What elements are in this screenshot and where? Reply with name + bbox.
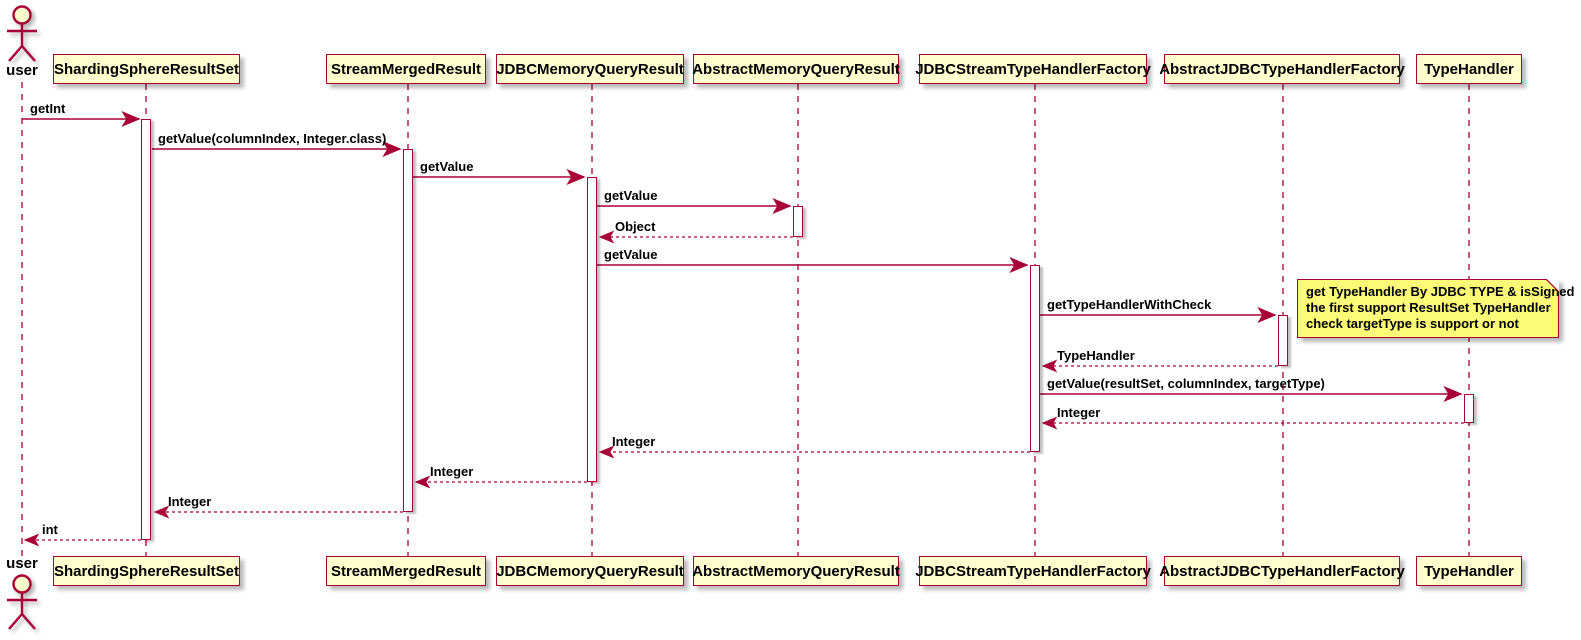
message-arrows xyxy=(22,111,1464,547)
message-label-integer-jmqr: Integer xyxy=(430,464,474,479)
message-label-typehandler-return: TypeHandler xyxy=(1057,348,1135,363)
activation-typehandler xyxy=(1464,394,1474,423)
activation-streammergedresult xyxy=(403,149,413,512)
lifelines xyxy=(21,82,1470,556)
participant-streammergedresult-bottom: StreamMergedResult xyxy=(326,556,486,586)
participant-jdbcstreamtypehandlerfactory-bottom: JDBCStreamTypeHandlerFactory xyxy=(915,556,1151,586)
activation-jdbcmemoryqueryresult xyxy=(587,177,597,482)
message-label-getvalue-columnindex: getValue(columnIndex, Integer.class) xyxy=(158,131,387,146)
participant-abstractmemoryqueryresult-top: AbstractMemoryQueryResult xyxy=(692,54,900,84)
participant-abstractjdbctypehandlerfactory-bottom: AbstractJDBCTypeHandlerFactory xyxy=(1159,556,1405,586)
actor-icon-bottom xyxy=(7,574,37,630)
message-label-integer-th: Integer xyxy=(1057,405,1101,420)
message-label-getvalue-resultset: getValue(resultSet, columnIndex, targetT… xyxy=(1047,376,1325,391)
note-line-1: get TypeHandler By JDBC TYPE & isSigned xyxy=(1306,284,1575,299)
participant-streammergedresult-top: StreamMergedResult xyxy=(326,54,486,84)
participant-shardingsphereresultset-top: ShardingSphereResultSet xyxy=(53,54,240,84)
note-fold-outline xyxy=(1546,279,1559,292)
message-label-getvalue-smr: getValue xyxy=(420,159,474,174)
participant-shardingsphereresultset-bottom: ShardingSphereResultSet xyxy=(53,556,240,586)
actor-label-top: user xyxy=(6,62,38,79)
activation-jdbcstreamtypehandlerfactory xyxy=(1030,265,1040,452)
note-line-2: the first support ResultSet TypeHandler xyxy=(1306,300,1551,315)
note-line-3: check targetType is support or not xyxy=(1306,316,1519,331)
message-label-integer-jsthf: Integer xyxy=(612,434,656,449)
participant-typehandler-bottom: TypeHandler xyxy=(1416,556,1522,586)
activation-abstractjdbctypehandlerfactory xyxy=(1278,315,1288,366)
message-label-object: Object xyxy=(615,219,656,234)
participant-jdbcstreamtypehandlerfactory-top: JDBCStreamTypeHandlerFactory xyxy=(915,54,1151,84)
message-label-gettypehandlerwithcheck: getTypeHandlerWithCheck xyxy=(1047,297,1212,312)
actor-label-bottom: user xyxy=(6,555,38,572)
activation-abstractmemoryqueryresult xyxy=(793,206,803,237)
note-typehandler-explanation: get TypeHandler By JDBC TYPE & isSigned … xyxy=(1297,279,1575,338)
participant-jdbcmemoryqueryresult-top: JDBCMemoryQueryResult xyxy=(496,54,684,84)
message-label-integer-smr: Integer xyxy=(168,494,212,509)
participant-jdbcmemoryqueryresult-bottom: JDBCMemoryQueryResult xyxy=(496,556,684,586)
participant-abstractjdbctypehandlerfactory-top: AbstractJDBCTypeHandlerFactory xyxy=(1159,54,1405,84)
actor-icon-top xyxy=(7,5,37,62)
participant-abstractmemoryqueryresult-bottom: AbstractMemoryQueryResult xyxy=(692,556,900,586)
message-label-getint: getInt xyxy=(30,101,66,116)
message-label-getvalue-jsthf: getValue xyxy=(604,247,658,262)
participant-typehandler-top: TypeHandler xyxy=(1416,54,1522,84)
activation-shardingsphereresultset xyxy=(141,119,151,540)
message-label-getvalue-jmqr: getValue xyxy=(604,188,658,203)
message-label-int: int xyxy=(42,522,58,537)
